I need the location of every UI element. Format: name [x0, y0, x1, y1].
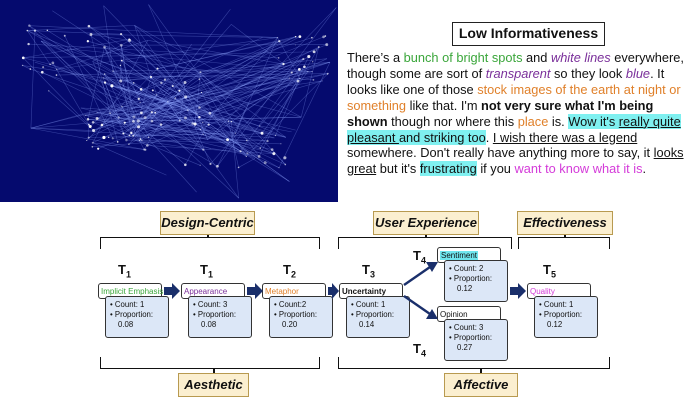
bracket-tick [213, 368, 215, 373]
node-stats-box: • Count: 2• Proportion:0.12 [444, 260, 508, 302]
node-stats-box: • Count: 1• Proportion:0.14 [346, 296, 410, 338]
tier-label: T1 [200, 262, 213, 280]
description-segment: blue [625, 65, 651, 81]
description-segment: bunch of bright spots [403, 50, 523, 65]
node-stats-box: • Count: 1• Proportion:0.08 [105, 296, 169, 338]
header-aesthetic: Aesthetic [178, 373, 249, 397]
node-stats-box: • Count: 1• Proportion:0.12 [534, 296, 598, 338]
description-segment: frustrating [419, 161, 477, 177]
description-segment: everywhere, though some are sort of [347, 50, 684, 81]
bracket-user-experience [338, 237, 512, 249]
description-segment: looks [653, 145, 684, 161]
node-stats-box: • Count: 3• Proportion:0.08 [188, 296, 252, 338]
node-stats-box: • Count:2• Proportion:0.20 [269, 296, 333, 338]
description-segment: is. [548, 113, 569, 129]
header-user-experience: User Experience [373, 211, 479, 235]
arrow-head-icon [426, 309, 438, 319]
description-segment: like that. I'm [406, 97, 482, 113]
description-segment: . [485, 129, 493, 145]
node-stats: • Count: 1• Proportion:0.14 [351, 300, 395, 329]
description-segment: want to know what it is [514, 161, 643, 177]
tier-label: T4 [413, 248, 426, 266]
tier-label: T3 [362, 262, 375, 280]
description-segment: place [517, 113, 549, 129]
node-stats: • Count: 2• Proportion:0.12 [449, 264, 493, 293]
header-affective: Affective [444, 373, 518, 397]
node-label: Sentiment [440, 251, 479, 260]
node-stats: • Count: 3• Proportion:0.08 [193, 300, 237, 329]
tier-label: T4 [413, 341, 426, 359]
description-segment: transparent [485, 65, 551, 81]
bracket-tick [480, 368, 482, 373]
description-segment: . It looks like one of those [347, 65, 665, 97]
arrow-down-right-icon [403, 295, 431, 315]
description-segment: if you [476, 161, 515, 177]
arrow-up-right-icon [403, 266, 431, 286]
node-stats: • Count: 3• Proportion:0.27 [449, 323, 493, 352]
tier-label: T2 [283, 262, 296, 280]
bracket-tick [425, 235, 427, 238]
description-segment: white lines [550, 50, 611, 65]
arrow-right-icon [510, 283, 526, 299]
description-segment: . [642, 161, 647, 177]
node-stats-box: • Count: 3• Proportion:0.27 [444, 319, 508, 361]
bracket-effectiveness [518, 237, 610, 249]
node-label: Opinion [440, 310, 468, 319]
arrow-right-icon [247, 283, 263, 299]
description-segment: stock images of the earth at night or so… [347, 81, 681, 113]
description-segment: There’s a [347, 50, 404, 65]
header-effectiveness: Effectiveness [517, 211, 613, 235]
description-segment: and striking too [398, 129, 486, 145]
node-label: Quality [530, 287, 555, 296]
description-paragraph: There’s a bunch of bright spots and whit… [347, 50, 697, 177]
node-label: Uncertainty [342, 287, 387, 296]
node-stats: • Count: 1• Proportion:0.12 [539, 300, 583, 329]
arrow-head-icon [426, 262, 438, 272]
bracket-tick [564, 235, 566, 238]
description-segment: great [347, 161, 377, 177]
node-stats: • Count: 1• Proportion:0.08 [110, 300, 154, 329]
node-label: Metaphor [265, 287, 299, 296]
arrow-right-icon [328, 283, 339, 299]
panel-title: Low Informativeness [452, 22, 605, 46]
description-segment: not very sure what I'm being shown [347, 97, 654, 129]
description-segment: though nor where this [387, 113, 518, 129]
description-segment: somewhere. Don't really have anything mo… [347, 145, 654, 161]
bracket-design-centric [100, 237, 320, 249]
bracket-tick [207, 235, 209, 238]
node-label: Implicit Emphasis [101, 287, 164, 296]
node-stats: • Count:2• Proportion:0.20 [274, 300, 318, 329]
description-segment: Wow it's [568, 113, 619, 129]
description-segment: I wish there was a legend [492, 129, 638, 145]
description-segment: but it's [376, 161, 420, 177]
bracket-aesthetic [100, 357, 320, 369]
arrow-right-icon [164, 283, 180, 299]
tier-label: T5 [543, 262, 556, 280]
network-map-image [0, 0, 338, 202]
tier-label: T1 [118, 262, 131, 280]
node-label: Appearance [184, 287, 228, 296]
description-segment: so they look [550, 65, 626, 81]
bracket-affective [338, 357, 610, 369]
header-design-centric: Design-Centric [160, 211, 255, 235]
description-segment: and [522, 50, 551, 65]
